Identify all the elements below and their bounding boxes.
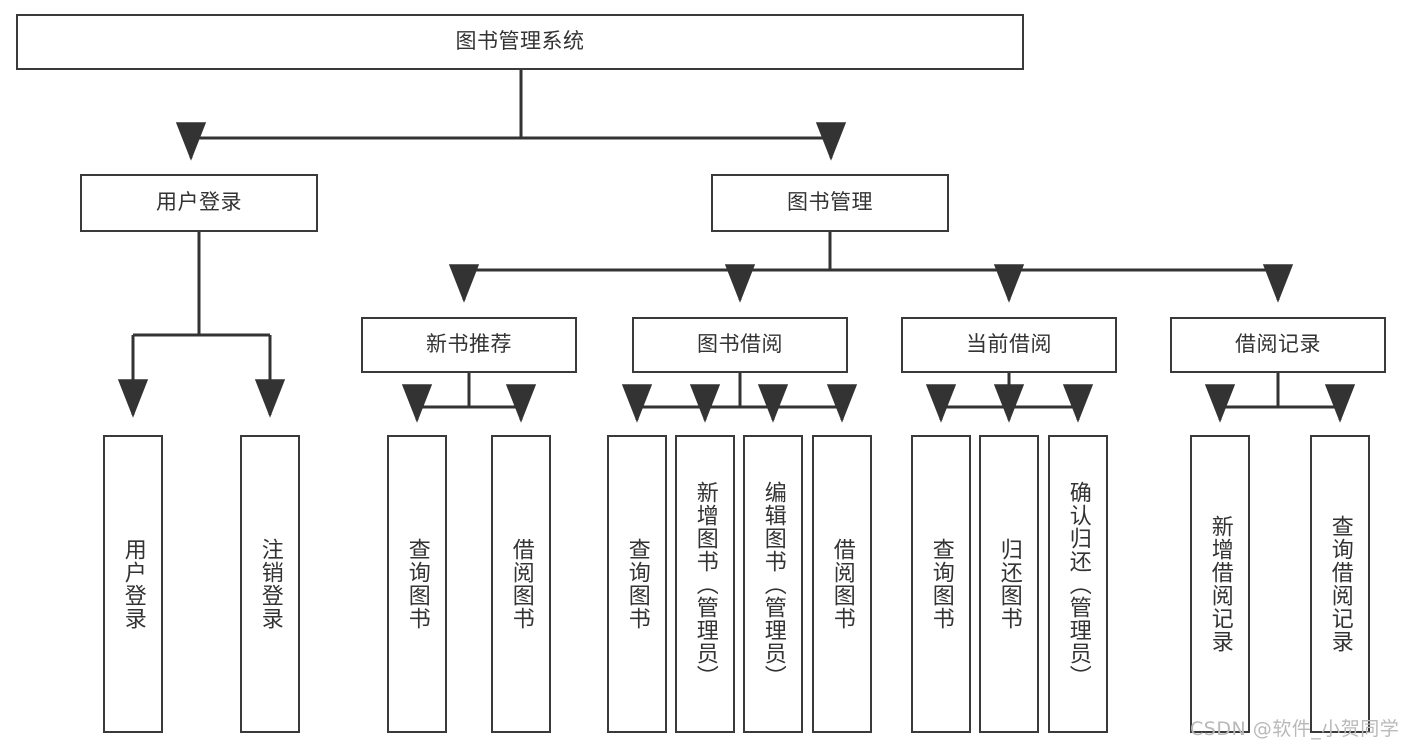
leaf-label: 注销登录 [257,538,283,630]
node-label: 用户登录 [156,190,242,215]
leaf-user-login-login[interactable]: 用户登录 [103,435,163,733]
node-label: 图书借阅 [697,332,783,357]
current-borrow-to-leaves-connectors [925,373,1094,423]
leaf-new-book-query[interactable]: 查询图书 [387,435,447,733]
leaf-label: 新增图书（管理员） [692,480,718,688]
leaf-book-borrow-query[interactable]: 查询图书 [607,435,667,733]
book-manage-to-level3-connectors [448,232,1294,303]
new-book-to-leaves-connectors [401,373,537,423]
leaf-book-borrow-edit[interactable]: 编辑图书（管理员） [743,435,803,733]
node-new-book-recommend[interactable]: 新书推荐 [361,317,577,373]
leaf-label: 查询借阅记录 [1327,515,1353,653]
node-label: 借阅记录 [1235,332,1321,357]
node-borrow-record[interactable]: 借阅记录 [1170,317,1386,373]
leaf-book-borrow-add[interactable]: 新增图书（管理员） [675,435,735,733]
node-label: 图书管理 [787,190,873,215]
node-label: 新书推荐 [426,332,512,357]
leaf-user-login-logout[interactable]: 注销登录 [240,435,300,733]
leaf-borrow-record-add[interactable]: 新增借阅记录 [1190,435,1250,733]
node-user-login[interactable]: 用户登录 [80,174,318,232]
user-login-to-leaves-connectors [117,232,286,418]
leaf-label: 归还图书 [996,538,1022,630]
root-to-level2-connectors [175,70,847,161]
leaf-current-borrow-query[interactable]: 查询图书 [911,435,971,733]
leaf-label: 确认归还（管理员） [1065,480,1091,688]
leaf-book-borrow-borrow[interactable]: 借阅图书 [812,435,872,733]
node-root-book-management-system[interactable]: 图书管理系统 [16,14,1024,70]
leaf-new-book-borrow[interactable]: 借阅图书 [491,435,551,733]
leaf-current-borrow-confirm-return[interactable]: 确认归还（管理员） [1048,435,1108,733]
leaf-label: 新增借阅记录 [1207,515,1233,653]
leaf-label: 用户登录 [120,538,146,630]
leaf-label: 查询图书 [624,538,650,630]
node-book-management[interactable]: 图书管理 [711,174,949,232]
node-book-borrow[interactable]: 图书借阅 [632,317,848,373]
node-current-borrow[interactable]: 当前借阅 [901,317,1117,373]
book-borrow-to-leaves-connectors [621,373,858,423]
leaf-label: 借阅图书 [508,538,534,630]
leaf-label: 查询图书 [404,538,430,630]
leaf-label: 查询图书 [928,538,954,630]
leaf-borrow-record-query[interactable]: 查询借阅记录 [1310,435,1370,733]
node-label: 当前借阅 [966,332,1052,357]
borrow-record-to-leaves-connectors [1204,373,1356,423]
node-label: 图书管理系统 [455,29,585,54]
leaf-current-borrow-return[interactable]: 归还图书 [979,435,1039,733]
leaf-label: 编辑图书（管理员） [760,480,786,688]
leaf-label: 借阅图书 [829,538,855,630]
